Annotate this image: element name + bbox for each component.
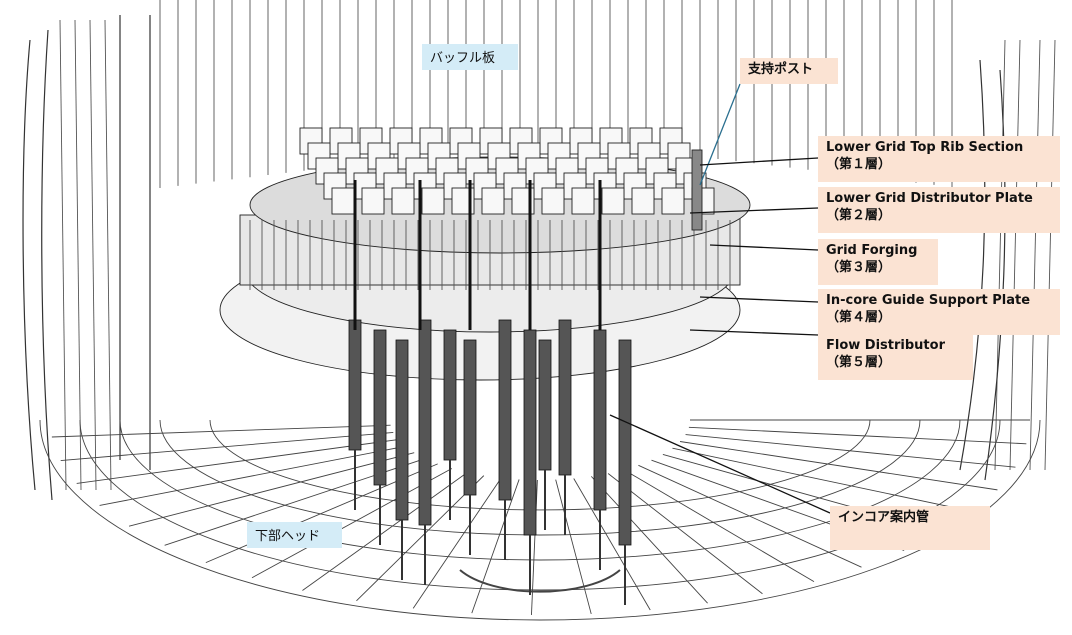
incore-guide-tube [498, 319, 512, 501]
top-rib-block [331, 187, 355, 215]
layer-1-name: Lower Grid Top Rib Section [826, 140, 1024, 155]
layer-5-number: （第５層） [826, 355, 892, 370]
dome-ring [119, 419, 961, 561]
vessel-line [1029, 39, 1041, 471]
dome-radial [76, 439, 399, 484]
leader-support-post [699, 83, 741, 186]
leader-lines [609, 83, 831, 514]
layer-1-label: Lower Grid Top Rib Section （第１層） [818, 136, 1060, 182]
vessel-line [89, 19, 97, 491]
layer-2-number: （第２層） [826, 208, 892, 223]
dome-radial [51, 424, 391, 438]
vessel-line [104, 19, 112, 491]
incore-guide-tube [443, 329, 457, 461]
leader-incore-tube [609, 414, 831, 514]
dome-radial [555, 479, 592, 615]
top-rib-block [541, 187, 565, 215]
baffle-plate-label: バッフル板 [422, 44, 518, 70]
layer-3-label: Grid Forging （第３層） [818, 239, 938, 285]
leader-layer-3 [709, 244, 819, 251]
leader-layer-4 [699, 296, 819, 303]
dome-radial [471, 479, 520, 614]
bottom-head-label: 下部ヘッド [247, 522, 342, 548]
dome-radial [685, 434, 1016, 468]
lower-core-support-assembly [219, 127, 751, 381]
dome-radial [679, 441, 998, 491]
top-rib-block [361, 187, 385, 215]
vessel-line [1044, 39, 1056, 471]
dome-radial [60, 432, 394, 461]
leader-layer-5 [689, 329, 819, 336]
incore-guide-tube [348, 319, 362, 451]
dome-radial [251, 468, 453, 579]
layer-3-number: （第３層） [826, 260, 892, 275]
dome-radial [128, 452, 415, 527]
top-rib-block [481, 187, 505, 215]
vessel-line [1009, 39, 1021, 471]
incore-guide-tube [395, 339, 409, 521]
top-rib-block [391, 187, 415, 215]
top-rib-block [661, 187, 685, 215]
top-rib-block [421, 187, 445, 215]
dome-radial [99, 445, 406, 506]
dome-ring [79, 419, 1001, 591]
incore-guide-tubes [348, 180, 632, 605]
incore-guide-tube [523, 329, 537, 536]
layer-4-number: （第４層） [826, 310, 892, 325]
layer-4-label: In-core Guide Support Plate （第４層） [818, 289, 1060, 335]
top-rib-block [571, 187, 595, 215]
dome-radial [688, 426, 1027, 445]
dome-ring [209, 419, 871, 511]
leader-layer-1 [699, 157, 819, 166]
top-rib-block [631, 187, 655, 215]
layer-2-label: Lower Grid Distributor Plate （第２層） [818, 187, 1060, 233]
support-post [691, 149, 703, 231]
layer-5-name: Flow Distributor [826, 338, 945, 353]
incore-guide-tube [558, 319, 572, 476]
leader-layer-2 [689, 207, 819, 214]
incore-guide-tube [538, 339, 552, 471]
incore-guide-tube [418, 319, 432, 526]
incore-guide-tube [373, 329, 387, 486]
support-post-label: 支持ポスト [740, 58, 838, 84]
dome-bottom-opening [459, 569, 621, 593]
top-rib-block [601, 187, 625, 215]
dome-radial [573, 478, 651, 611]
dome-radial [623, 469, 815, 583]
dome-radial [638, 464, 862, 568]
dome-radial [356, 475, 485, 602]
layer-2-name: Lower Grid Distributor Plate [826, 191, 1033, 206]
reactor-vessel-wall [22, 15, 1006, 501]
vessel-line [994, 39, 1006, 471]
incore-guide-tube [593, 329, 607, 511]
vessel-line [59, 19, 67, 491]
layer-3-name: Grid Forging [826, 243, 918, 258]
dome-ring [159, 419, 921, 536]
layer-5-label: Flow Distributor （第５層） [818, 334, 973, 380]
dome-radial [672, 447, 973, 512]
dome-radial [590, 476, 708, 604]
layer-4-name: In-core Guide Support Plate [826, 293, 1031, 308]
dome-radial [412, 477, 502, 609]
vessel-line [74, 19, 82, 491]
dome-radial [607, 473, 763, 595]
incore-guide-tube [463, 339, 477, 496]
incore-guide-tube [618, 339, 632, 546]
incore-guide-tube-label: インコア案内管 [830, 506, 990, 550]
dome-radial [302, 472, 468, 591]
layer-1-number: （第１層） [826, 157, 892, 172]
